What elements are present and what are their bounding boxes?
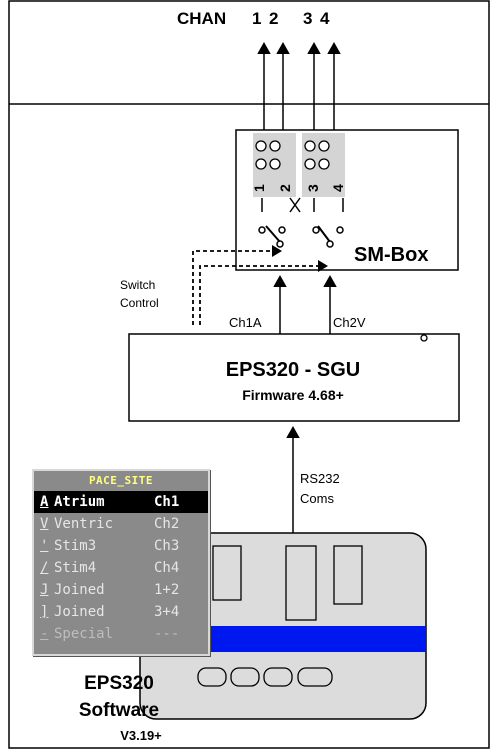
menu-item-name: Stim4 (54, 560, 97, 576)
switch-control-lines (192, 250, 318, 325)
rs232-label-1: RS232 (300, 471, 340, 486)
switch-control-arrow-1 (272, 245, 282, 257)
switch-control-arrow-2 (318, 260, 328, 272)
menu-item-hotkey: ] (40, 604, 49, 620)
smbox-connectors (255, 140, 330, 170)
menu-item-channel: Ch2 (154, 516, 180, 532)
menu-item-hotkey: - (40, 626, 49, 642)
menu-item-name: Atrium (54, 494, 105, 510)
menu-item-hotkey: / (40, 560, 49, 576)
smbox-terminal-1: 1 (251, 184, 267, 192)
smbox-terminal-3: 3 (305, 184, 321, 192)
menu-item-stim3[interactable]: ' Stim3 Ch3 (34, 535, 208, 557)
menu-item-hotkey: A (40, 494, 49, 510)
menu-item-stim4[interactable]: / Stim4 Ch4 (34, 557, 208, 579)
rs232-label-2: Coms (300, 491, 334, 506)
menu-item-channel: 1+2 (154, 582, 180, 598)
pace-site-menu-title: PACE_SITE (88, 474, 154, 487)
menu-item-hotkey: ' (40, 538, 49, 554)
software-label-2: Software (79, 700, 159, 721)
device-slot-2 (285, 545, 317, 621)
menu-item-channel: Ch1 (154, 494, 180, 510)
channel-output-lines (257, 42, 341, 130)
software-version: V3.19+ (120, 728, 162, 743)
ch1a-label: Ch1A (229, 315, 262, 330)
menu-item-name: Ventric (54, 516, 114, 532)
menu-item-channel: Ch4 (154, 560, 180, 576)
menu-item-joined-1-2[interactable]: J Joined 1+2 (34, 579, 208, 601)
menu-item-ventric[interactable]: V Ventric Ch2 (34, 513, 208, 535)
smbox-label: SM-Box (354, 244, 428, 266)
sgu-title: EPS320 - SGU (226, 359, 361, 381)
menu-item-name: Joined (54, 604, 105, 620)
menu-item-hotkey: V (40, 516, 49, 532)
software-label-1: EPS320 (84, 673, 154, 694)
ch2v-label: Ch2V (333, 315, 366, 330)
chan-label: CHAN (177, 9, 226, 28)
menu-item-hotkey: J (40, 582, 49, 598)
menu-item-channel: Ch3 (154, 538, 180, 554)
chan-number-1: 1 (252, 9, 261, 28)
chan-number-4: 4 (320, 9, 330, 28)
outer-frame (8, 0, 490, 749)
smbox-terminal-2: 2 (277, 184, 293, 192)
menu-item-name: Special (54, 626, 114, 642)
smbox-switches (258, 197, 344, 248)
smbox-terminal-4: 4 (330, 184, 346, 192)
device-slot-3 (333, 545, 363, 605)
switch-control-label-1: Switch (120, 278, 155, 292)
switch-control-label-2: Control (120, 296, 159, 310)
menu-item-joined-3-4[interactable]: ] Joined 3+4 (34, 601, 208, 623)
device-slot-1 (212, 545, 242, 601)
menu-item-channel: 3+4 (154, 604, 180, 620)
menu-item-special[interactable]: - Special --- (34, 623, 208, 645)
sgu-firmware: Firmware 4.68+ (242, 387, 344, 403)
menu-item-name: Stim3 (54, 538, 97, 554)
sgu-box (128, 333, 460, 422)
menu-item-atrium[interactable]: A Atrium Ch1 (34, 491, 208, 513)
sgu-connector (420, 334, 428, 342)
pace-site-menu: PACE_SITE A Atrium Ch1 V Ventric Ch2 ' S… (32, 469, 210, 656)
chan-number-3: 3 (303, 9, 312, 28)
chan-number-2: 2 (269, 9, 278, 28)
menu-item-channel: --- (154, 626, 180, 642)
device-buttons (197, 667, 333, 687)
menu-item-name: Joined (54, 582, 105, 598)
